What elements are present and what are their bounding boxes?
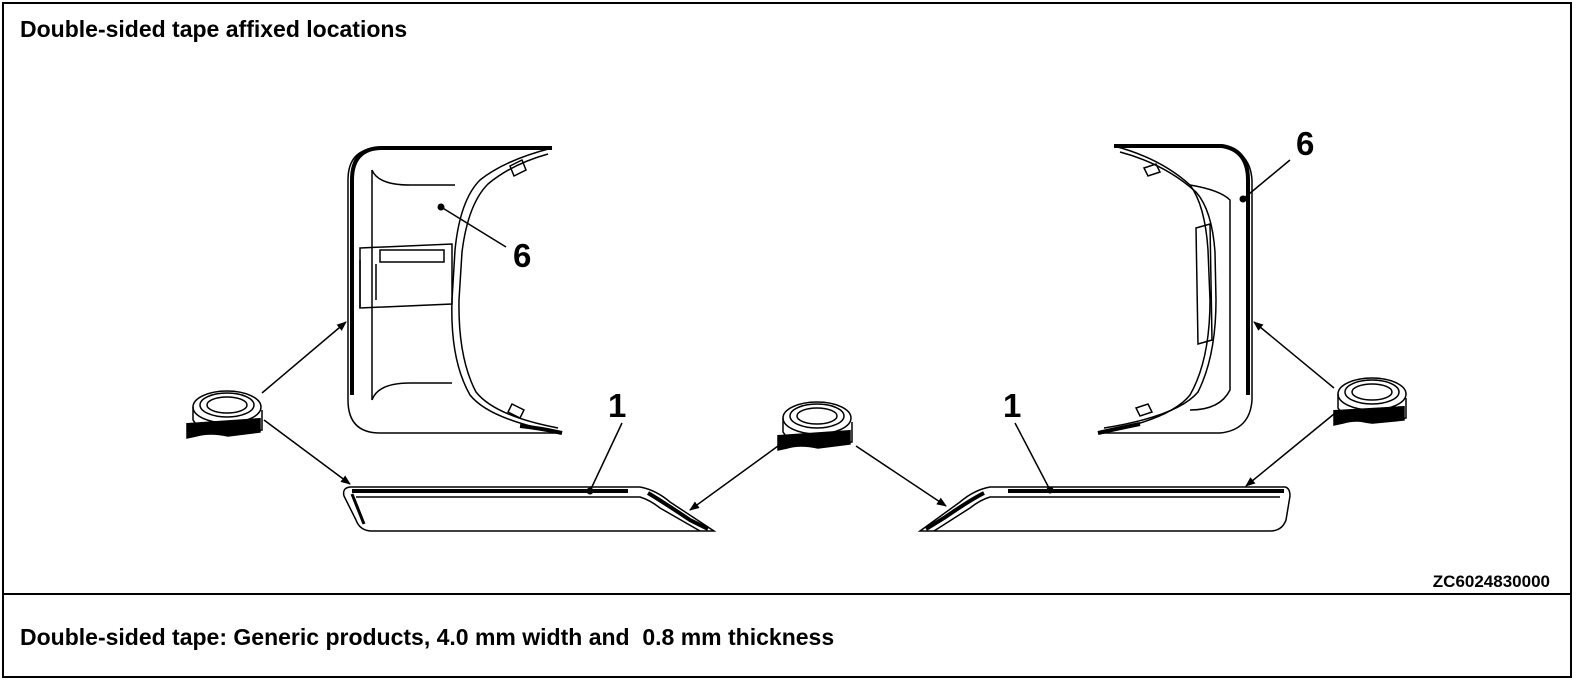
left-strip-leader xyxy=(589,422,623,492)
figure-code: ZC602483 xyxy=(1432,572,1513,591)
left-panel-callout: 6 xyxy=(513,237,531,274)
arrow-to-right-panel xyxy=(1253,321,1335,389)
arrow-to-left-strip-end xyxy=(689,445,779,511)
tape-roll-icon-right xyxy=(1333,377,1407,426)
right-strip-leader xyxy=(1014,422,1051,491)
tape-specification-note: Double-sided tape: Generic products, 4.0… xyxy=(20,624,835,650)
right-panel-leader xyxy=(1242,159,1291,200)
right-trim-panel xyxy=(1097,145,1253,434)
tape-roll-icon-left xyxy=(186,390,263,439)
left-trim-panel xyxy=(347,147,563,434)
arrow-to-left-panel xyxy=(261,321,347,394)
pointer-arrows xyxy=(261,321,1335,511)
figure-title: Double-sided tape affixed locations xyxy=(20,16,408,42)
arrow-to-left-strip xyxy=(263,419,351,485)
arrow-to-right-strip xyxy=(1245,413,1335,487)
figure-suffix: 0000 xyxy=(1512,572,1550,591)
right-strip-callout: 1 xyxy=(1003,387,1021,424)
right-panel-tape-band xyxy=(1114,144,1250,395)
left-trim-strip xyxy=(342,486,717,532)
left-strip-callout: 1 xyxy=(608,387,626,424)
tape-roll-icon-middle xyxy=(777,401,853,451)
left-panel-tape-band xyxy=(350,146,552,395)
figure-reference-code: ZC6024830000 xyxy=(1433,572,1550,592)
right-panel-callout: 6 xyxy=(1296,125,1314,162)
figure-divider xyxy=(2,593,1572,595)
right-trim-strip xyxy=(917,486,1291,532)
arrow-to-right-strip-end xyxy=(855,445,947,507)
left-panel-leader xyxy=(440,206,507,248)
